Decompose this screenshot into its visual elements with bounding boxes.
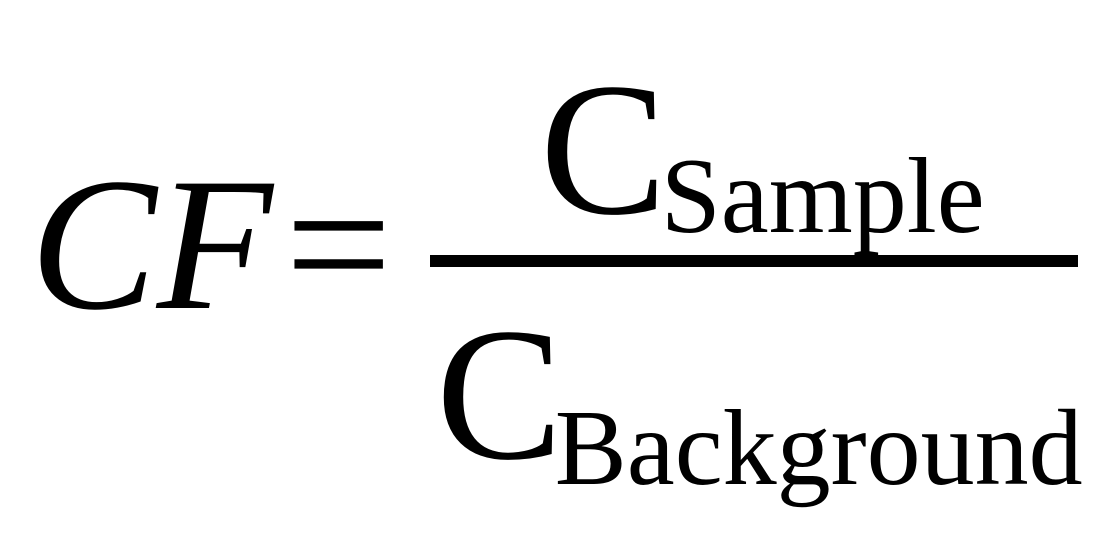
- fraction-denominator: CBackground: [436, 290, 1083, 503]
- fraction-bar: [430, 255, 1078, 267]
- denominator-subscript: Background: [554, 389, 1083, 508]
- fraction-numerator: CSample: [540, 45, 985, 255]
- equals-sign: =: [285, 140, 393, 350]
- numerator-symbol: C: [540, 45, 667, 255]
- denominator-symbol: C: [436, 290, 563, 500]
- formula-lhs: CF: [30, 140, 273, 350]
- numerator-subscript: Sample: [660, 137, 985, 256]
